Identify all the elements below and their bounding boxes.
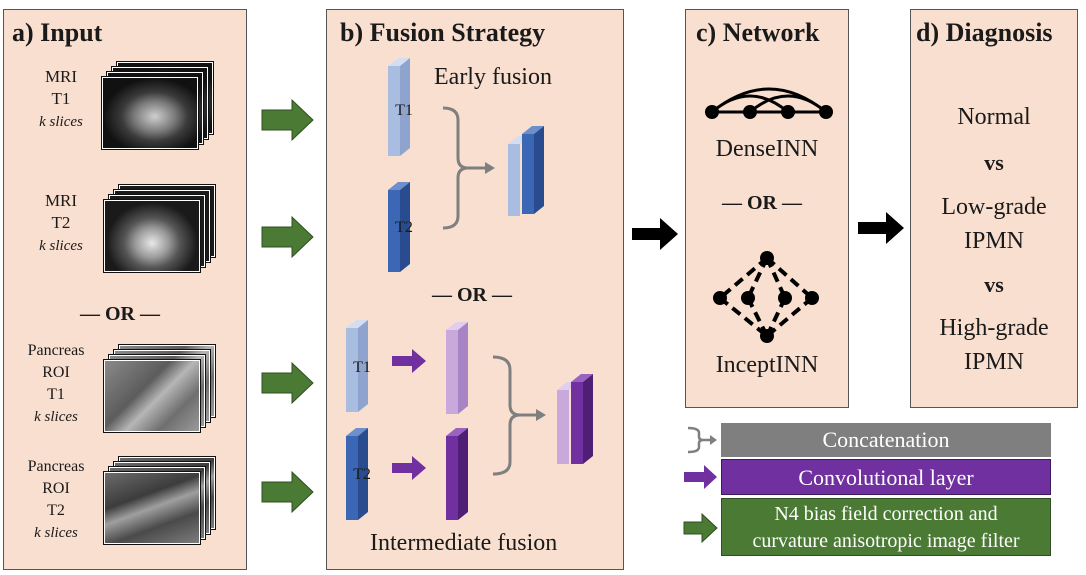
input-label-mri-t1: MRI T1 k slices [39,67,83,130]
green-arrow-2 [261,215,314,259]
early-t2-block [388,182,410,272]
purple-arrow-t1 [392,349,426,373]
early-fusion-label: Early fusion [434,64,552,90]
input-panel-title: a) Input [12,18,103,47]
intermediate-t1-block [346,320,368,412]
legend-concatenation: Concatenation [721,423,1051,457]
diagnosis-high-grade: High-grade IPMN [939,315,1049,375]
early-t1-label: T1 [395,102,413,119]
legend-concat-bracket-icon [687,426,705,454]
fusion-panel [326,9,624,570]
early-t2-label: T2 [395,219,413,236]
inceptinn-label: InceptINN [715,352,819,378]
intermediate-t2-label: T2 [353,466,371,483]
green-arrow-4 [261,470,314,514]
early-t1-block [388,58,410,156]
fusion-or-separator: — OR — [432,284,512,306]
legend-convolutional-layer: Convolutional layer [721,459,1051,495]
input-or-separator: — OR — [80,303,160,325]
black-arrow-network-to-diagnosis [858,212,904,244]
intermediate-fused-output [557,374,593,464]
legend-n4-bias-correction: N4 bias field correction and curvature a… [721,498,1051,556]
fusion-panel-title: b) Fusion Strategy [340,18,546,47]
green-arrow-1 [261,98,314,142]
purple-arrow-t2 [392,456,426,480]
diagnosis-vs-2: vs [984,272,1004,297]
input-label-mri-t2: MRI T2 k slices [39,191,83,254]
green-arrow-3 [261,361,314,405]
diagnosis-panel [910,9,1078,408]
legend-conv-arrow-icon [684,465,717,489]
diagnosis-low-grade: Low-grade IPMN [941,194,1047,254]
diagnosis-panel-title: d) Diagnosis [916,18,1053,47]
input-label-roi-t2: Pancreas ROI T2 k slices [27,458,85,541]
densenn-label: DenseINN [715,136,819,162]
intermediate-t2-block [346,428,368,520]
diagnosis-normal: Normal [957,104,1031,130]
conv-output-t1 [446,322,468,414]
legend-n4-arrow-icon [683,512,718,544]
intermediate-fusion-label: Intermediate fusion [370,530,558,556]
network-panel-title: c) Network [696,18,820,47]
early-fused-output [508,126,544,216]
diagnosis-vs-1: vs [984,150,1004,175]
input-label-roi-t1: Pancreas ROI T1 k slices [27,342,85,425]
intermediate-t1-label: T1 [353,359,371,376]
network-or-separator: — OR — [722,192,802,214]
conv-output-t2 [446,428,468,520]
